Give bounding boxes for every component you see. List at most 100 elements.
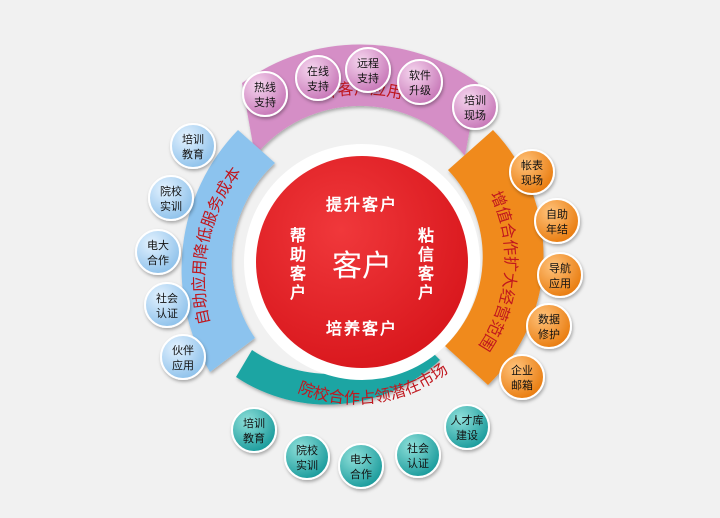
bubble-label-line: 邮箱 bbox=[511, 378, 533, 392]
bubble-label-line: 教育 bbox=[243, 431, 265, 445]
bubble-label-line: 认证 bbox=[156, 307, 178, 320]
bubble-circle bbox=[231, 407, 277, 453]
bubble-label-line: 在线 bbox=[307, 64, 329, 78]
center-right-char: 户 bbox=[418, 283, 434, 302]
bubble-circle bbox=[242, 71, 288, 117]
segment-band-bottom bbox=[236, 340, 440, 405]
bubble-label-line: 数据 bbox=[538, 312, 560, 326]
bubble-label-line: 电大 bbox=[350, 452, 372, 466]
bubble-label-line: 合作 bbox=[147, 253, 169, 267]
center-right-char: 客 bbox=[418, 264, 435, 283]
bubble-circle bbox=[148, 175, 194, 221]
bubble-circle bbox=[144, 282, 190, 328]
bubble-circle bbox=[160, 334, 206, 380]
bubble-circle bbox=[526, 303, 572, 349]
bubble-label-line: 应用 bbox=[172, 358, 194, 372]
center-title: 客户 bbox=[332, 249, 392, 284]
bubble-label-line: 伙伴 bbox=[172, 344, 194, 357]
bubble-label-line: 企业 bbox=[511, 363, 533, 377]
bubble-circle bbox=[499, 354, 545, 400]
bubble-label-line: 支持 bbox=[357, 71, 379, 85]
bubble-label-line: 应用 bbox=[549, 276, 571, 290]
bubble-label-line: 培训 bbox=[243, 416, 265, 430]
bubble-label-line: 实训 bbox=[160, 199, 182, 213]
segment-band-right bbox=[445, 130, 544, 385]
bubble-label-line: 软件 bbox=[409, 68, 431, 82]
bubble-label-line: 支持 bbox=[307, 79, 329, 93]
center-bottom-text: 培养客户 bbox=[326, 319, 398, 338]
center-left-char: 帮 bbox=[290, 226, 306, 245]
bubble-circle bbox=[395, 432, 441, 478]
bubble-label-line: 实训 bbox=[296, 458, 318, 472]
bubble-label-line: 社会 bbox=[407, 441, 429, 455]
center-top-text: 提升客户 bbox=[326, 195, 398, 214]
bubble-circle bbox=[284, 434, 330, 480]
center-right-char: 粘 bbox=[418, 226, 434, 245]
bubble-label-line: 教育 bbox=[182, 147, 204, 161]
bubble-label-line: 合作 bbox=[350, 467, 372, 481]
bubble-circle bbox=[537, 252, 583, 298]
bubble-label-line: 帐表 bbox=[521, 158, 543, 172]
segment-band-left bbox=[181, 130, 275, 372]
center-circle bbox=[256, 156, 468, 368]
bubble-circle bbox=[397, 59, 443, 105]
bubble-label-line: 现场 bbox=[521, 173, 543, 187]
bubble-circle bbox=[295, 55, 341, 101]
bubble-label-line: 培训 bbox=[182, 132, 204, 146]
bubble-label-line: 导航 bbox=[549, 261, 571, 275]
bubble-label-line: 认证 bbox=[407, 457, 429, 470]
bubble-label-line: 自助 bbox=[546, 207, 568, 221]
center-left-char: 户 bbox=[290, 283, 306, 302]
bubble-label-line: 院校 bbox=[160, 184, 182, 198]
bubble-label-line: 支持 bbox=[254, 95, 276, 109]
bubble-label-line: 培训 bbox=[464, 93, 486, 107]
bubble-label-line: 现场 bbox=[464, 108, 486, 122]
bubble-circle bbox=[135, 229, 181, 275]
bubble-circle bbox=[345, 47, 391, 93]
bubble-label-line: 热线 bbox=[254, 80, 276, 94]
bubble-circle bbox=[338, 443, 384, 489]
bubble-label-line: 年结 bbox=[546, 222, 568, 236]
bubble-circle bbox=[509, 149, 555, 195]
bubble-label-line: 人才库 bbox=[451, 413, 484, 427]
bubble-label-line: 电大 bbox=[147, 238, 169, 252]
bubble-circle bbox=[444, 404, 490, 450]
bubble-label-line: 修护 bbox=[538, 327, 560, 341]
bubble-label-line: 院校 bbox=[296, 443, 318, 457]
bubble-label-line: 社会 bbox=[156, 291, 178, 305]
bubble-label-line: 远程 bbox=[357, 57, 379, 70]
center-left-char: 客 bbox=[290, 264, 307, 283]
center-left-char: 助 bbox=[290, 245, 306, 264]
bubble-label-line: 升级 bbox=[409, 84, 431, 97]
bubble-circle bbox=[170, 123, 216, 169]
bubble-circle bbox=[534, 198, 580, 244]
bubble-circle bbox=[452, 84, 498, 130]
center-right-char: 信 bbox=[418, 245, 434, 264]
bubble-layer: 热线支持在线支持远程支持软件升级培训现场帐表现场自助年结导航应用数据修护企业邮箱… bbox=[135, 47, 583, 489]
bubble-label-line: 建设 bbox=[456, 428, 478, 442]
